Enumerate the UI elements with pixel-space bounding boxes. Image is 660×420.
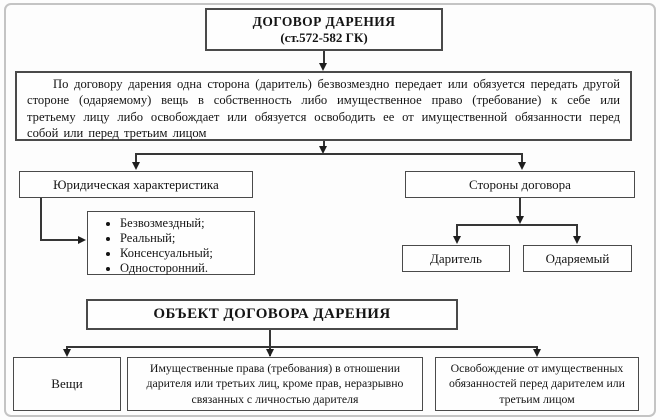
arrowhead-down-icon [572,236,581,244]
parties-box: Стороны договора [405,171,635,198]
title-box: ДОГОВОР ДАРЕНИЯ (ст.572-582 ГК) [205,8,443,51]
diagram-title: ДОГОВОР ДАРЕНИЯ [252,14,396,29]
legal-item: Односторонний. [120,261,254,276]
arrowhead-down-icon [532,349,541,357]
arrowhead-right-icon [78,236,86,244]
connector-parties-branch [519,198,521,218]
diagram-subtitle: (ст.572-582 ГК) [280,30,368,45]
donor-box: Даритель [402,245,510,272]
arrowhead-down-icon [62,349,71,357]
donee-box: Одаряемый [523,245,632,272]
connector-branch-legal [135,153,137,163]
legal-items-box: Безвозмездный; Реальный; Консенсуальный;… [87,211,255,275]
definition-box: По договору дарения одна сторона (дарите… [15,71,632,141]
arrowhead-down-icon [319,63,327,71]
connector-branch-things [66,346,68,351]
legal-item: Реальный; [120,231,254,246]
branch-line-parties [456,224,578,226]
arrowhead-down-icon [517,162,526,170]
connector-legal-elbow-v [40,198,42,241]
parties-label: Стороны договора [469,176,571,192]
object-title-box: ОБЪЕКТ ДОГОВОРА ДАРЕНИЯ [86,299,458,330]
property-rights-label: Имущественные права (требования) в отнош… [146,360,404,406]
arrowhead-down-icon [319,146,327,154]
release-obligations-box: Освобождение от имущественных обязанност… [435,357,639,411]
arrowhead-down-icon [131,162,140,170]
connector-definition-branch [323,141,325,147]
connector-title-definition [323,51,325,64]
connector-legal-elbow-h [40,239,80,241]
arrowhead-down-icon [265,349,274,357]
things-box: Вещи [13,357,121,411]
page-frame [4,3,656,417]
arrowhead-down-icon [452,236,461,244]
connector-object-branch [269,330,271,356]
connector-branch-donee [576,224,578,238]
property-rights-box: Имущественные права (требования) в отнош… [127,357,423,411]
legal-item: Безвозмездный; [120,216,254,231]
branch-line-level2 [135,153,523,155]
legal-item: Консенсуальный; [120,246,254,261]
connector-branch-release [536,346,538,351]
donor-label: Даритель [430,250,482,266]
legal-characteristic-box: Юридическая характеристика [19,171,253,198]
release-obligations-label: Освобождение от имущественных обязанност… [448,360,625,406]
connector-branch-donor [456,224,458,238]
legal-items-list: Безвозмездный; Реальный; Консенсуальный;… [88,216,254,276]
arrowhead-down-icon [515,216,524,224]
donee-label: Одаряемый [545,250,610,266]
definition-text: По договору дарения одна сторона (дарите… [27,77,620,141]
branch-line-object [66,346,538,348]
legal-characteristic-label: Юридическая характеристика [53,176,219,192]
object-title: ОБЪЕКТ ДОГОВОРА ДАРЕНИЯ [153,306,391,322]
things-label: Вещи [51,376,83,391]
connector-branch-parties [521,153,523,163]
